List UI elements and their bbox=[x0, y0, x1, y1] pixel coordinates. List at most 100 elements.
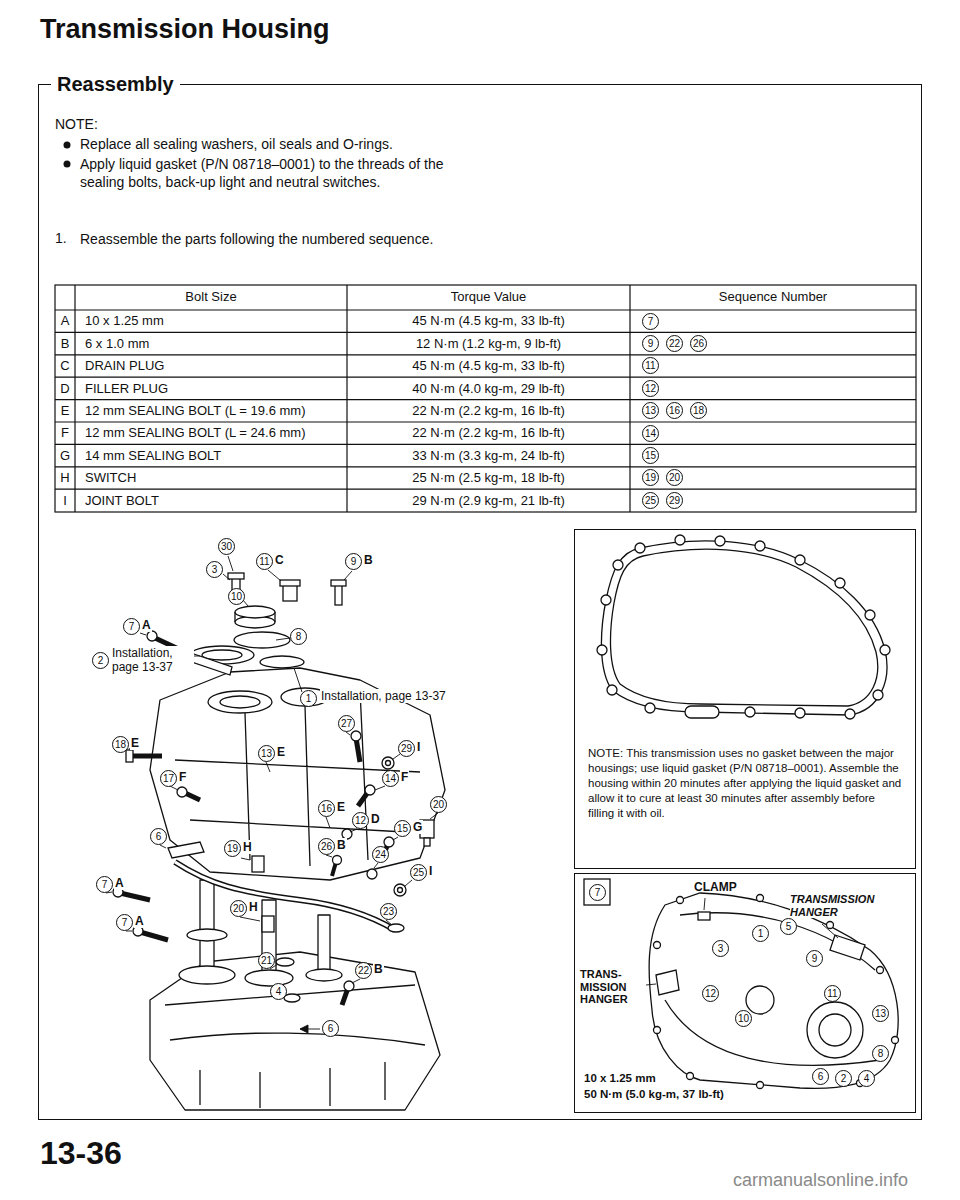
inset-drawing bbox=[757, 895, 764, 902]
table-cell: Bolt Size bbox=[75, 289, 347, 305]
note-text: Apply liquid gasket (P/N 08718–0001) to … bbox=[80, 155, 465, 191]
sequence-number: 14 bbox=[642, 425, 659, 442]
gasket-outline bbox=[745, 707, 755, 717]
part-letter: A bbox=[134, 914, 145, 928]
gasket-outline bbox=[795, 708, 805, 718]
part-letter: I bbox=[416, 740, 421, 754]
part-letter: D bbox=[370, 812, 381, 826]
table-cell: D bbox=[55, 381, 75, 397]
callout-number: 20 bbox=[230, 900, 247, 917]
table-cell: JOINT BOLT bbox=[85, 493, 159, 509]
table-cell: Sequence Number bbox=[630, 289, 916, 305]
transmission-housing bbox=[170, 1033, 425, 1045]
table-cell: 6 x 1.0 mm bbox=[85, 336, 149, 352]
table-cell: 10 x 1.25 mm bbox=[85, 313, 164, 329]
sequence-number: 29 bbox=[666, 492, 683, 509]
transmission-housing bbox=[208, 691, 272, 713]
transmission-housing bbox=[187, 929, 227, 941]
callout-number: 3 bbox=[712, 940, 729, 957]
leader-line bbox=[140, 633, 146, 635]
part-letter: E bbox=[130, 736, 140, 750]
callout-number: 19 bbox=[224, 840, 241, 857]
gasket-outline bbox=[597, 535, 890, 719]
leader-line bbox=[386, 920, 392, 925]
transmission-housing bbox=[245, 970, 293, 986]
gasket-outline bbox=[845, 709, 855, 719]
table-cell: B bbox=[55, 336, 75, 352]
table-grid bbox=[55, 285, 916, 512]
part-letter: A bbox=[141, 618, 152, 632]
table-cell: 12 N·m (1.2 kg-m, 9 lb-ft) bbox=[347, 336, 630, 352]
sequence-number: 11 bbox=[642, 357, 659, 374]
sequence-number: 9 bbox=[642, 335, 659, 352]
sequence-number: 22 bbox=[666, 335, 683, 352]
exploded-part bbox=[235, 606, 275, 618]
callout-number: 21 bbox=[258, 952, 275, 969]
exploded-part bbox=[367, 869, 377, 879]
exploded-part bbox=[384, 837, 394, 847]
sequence-number: 15 bbox=[642, 447, 659, 464]
leader-line bbox=[393, 754, 400, 759]
exploded-part bbox=[252, 856, 264, 872]
callout-number: 11 bbox=[824, 985, 841, 1002]
inset-drawing bbox=[654, 942, 661, 949]
inset-drawing bbox=[807, 1002, 863, 1058]
gasket-outline bbox=[601, 595, 611, 605]
transmission-housing bbox=[318, 915, 330, 975]
callout-number: 1 bbox=[752, 925, 769, 942]
table-cell: 22 N·m (2.2 kg-m, 16 lb-ft) bbox=[347, 425, 630, 441]
exploded-part bbox=[175, 862, 395, 930]
note-text: NOTE: This transmission uses no gasket b… bbox=[588, 746, 903, 821]
inset-drawing bbox=[649, 893, 898, 1088]
table-grid bbox=[55, 310, 916, 489]
callout-number: 7 bbox=[116, 914, 133, 931]
inset-drawing bbox=[757, 1082, 764, 1089]
callout-text: Installation, page 13-37 bbox=[320, 689, 447, 703]
leader-line bbox=[266, 762, 270, 772]
exploded-part bbox=[234, 632, 290, 648]
callout-number: 18 bbox=[112, 736, 129, 753]
sequence-number: 18 bbox=[690, 402, 707, 419]
exploded-part bbox=[126, 750, 133, 762]
gasket-outline bbox=[613, 560, 623, 570]
inset-drawing bbox=[584, 879, 610, 905]
exploded-part bbox=[365, 785, 375, 795]
gasket-outline bbox=[645, 703, 655, 713]
leader-line bbox=[375, 786, 385, 790]
note-text: Reassemble the parts following the numbe… bbox=[80, 230, 465, 248]
callout-number: 12 bbox=[702, 985, 719, 1002]
inset-drawing bbox=[819, 1014, 851, 1046]
leader-line bbox=[352, 979, 360, 983]
table-cell: 12 mm SEALING BOLT (L = 19.6 mm) bbox=[85, 403, 305, 419]
note-text: NOTE: bbox=[55, 116, 98, 133]
part-letter: H bbox=[242, 840, 253, 854]
note-text: 1. bbox=[55, 230, 67, 247]
part-letter: I bbox=[428, 864, 433, 878]
inset-label: 50 N·m (5.0 kg-m, 37 lb-ft) bbox=[584, 1088, 724, 1102]
exploded-part bbox=[333, 856, 342, 865]
callout-number: 23 bbox=[380, 903, 397, 920]
inset-drawing bbox=[827, 922, 834, 929]
inset-drawing bbox=[687, 1073, 694, 1080]
gasket-outline bbox=[865, 610, 875, 620]
part-letter: B bbox=[336, 838, 347, 852]
exploded-part bbox=[351, 731, 361, 741]
exploded-part bbox=[260, 656, 304, 668]
table-cell: DRAIN PLUG bbox=[85, 358, 164, 374]
leader-line bbox=[374, 863, 378, 868]
table-cell: 22 N·m (2.2 kg-m, 16 lb-ft) bbox=[347, 403, 630, 419]
note-bullet bbox=[64, 161, 71, 168]
callout-number: 14 bbox=[382, 770, 399, 787]
leader-line bbox=[350, 829, 357, 832]
exploded-part bbox=[331, 580, 346, 586]
table-cell: 29 N·m (2.9 kg-m, 21 lb-ft) bbox=[347, 493, 630, 509]
gasket-outline bbox=[795, 555, 805, 565]
transmission-housing bbox=[306, 969, 342, 981]
callout-number: 22 bbox=[355, 962, 372, 979]
transmission-housing bbox=[220, 696, 260, 708]
callout-number: 2 bbox=[835, 1070, 852, 1087]
callout-number: 8 bbox=[872, 1045, 889, 1062]
leader-line bbox=[300, 1025, 308, 1033]
watermark: carmanualsonline.info bbox=[733, 1170, 908, 1192]
transmission-housing bbox=[165, 985, 415, 1005]
